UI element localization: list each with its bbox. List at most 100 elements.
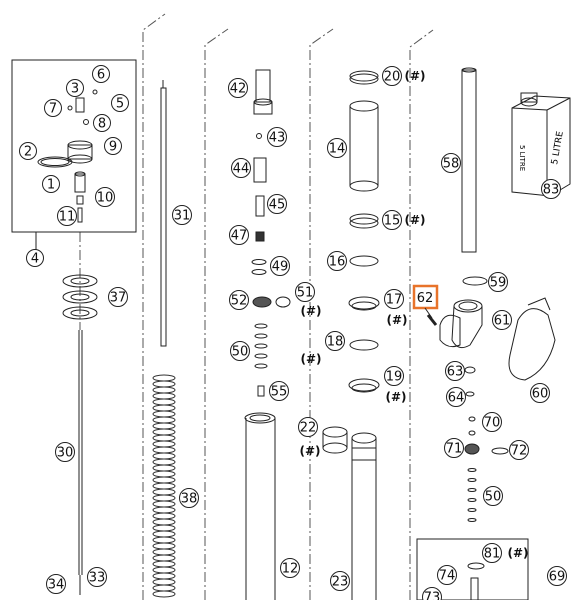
spring-coil: [152, 470, 176, 478]
spring-coil: [152, 416, 176, 424]
callout-c8: 8: [98, 117, 106, 132]
callout-circle-c50a: [230, 341, 250, 361]
spring-coil: [152, 524, 176, 532]
callout-c14: 14: [329, 142, 346, 157]
callout-c71: 71: [446, 442, 463, 457]
callout-circle-c43: [267, 127, 287, 147]
callout-c22: 22: [300, 421, 317, 436]
callout-circles: [19, 65, 567, 604]
axle-clamp-parts: [416, 67, 556, 601]
bushings-and-seals: [322, 70, 380, 454]
spring-coil: [152, 488, 176, 496]
callout-circle-c58: [441, 153, 461, 173]
callout-circle-c61: [492, 310, 512, 330]
callout-c52: 52: [231, 294, 248, 309]
callout-circle-c74: [437, 565, 457, 585]
callout-c15: 15: [384, 214, 401, 229]
guide-line-2: [204, 28, 229, 600]
callout-circle-c3: [66, 79, 84, 97]
lower-tube-23: [351, 432, 377, 600]
spring-coil: [152, 572, 176, 580]
callout-circle-c6: [92, 65, 110, 83]
callout-c83: 83: [543, 183, 560, 198]
callout-c34: 34: [48, 578, 65, 593]
callout-c6: 6: [97, 68, 105, 83]
spring-coil: [152, 536, 176, 544]
callout-circle-c83: [541, 179, 561, 199]
damper-rod-30: [78, 330, 83, 595]
callout-circle-c63: [445, 361, 465, 381]
spring-coil: [152, 392, 176, 400]
flag-hash-5: (#): [300, 352, 321, 366]
spring-coil: [152, 578, 176, 586]
callout-circle-c11: [57, 206, 77, 226]
callout-circle-c23: [330, 571, 350, 591]
callout-circle-c49: [270, 256, 290, 276]
callout-c44: 44: [233, 162, 250, 177]
guide-line-1: [142, 13, 166, 600]
spring-coil: [152, 530, 176, 538]
callout-circle-c1: [42, 175, 60, 193]
spring-coil: [152, 452, 176, 460]
flag-hash-8: (#): [507, 546, 528, 560]
flag-hash-7: (#): [299, 444, 320, 458]
callout-c10: 10: [97, 191, 114, 206]
callout-c16: 16: [329, 255, 346, 270]
callout-circle-c31: [172, 205, 192, 225]
spring-coil: [152, 440, 176, 448]
callout-c4: 4: [31, 252, 39, 267]
callout-circle-c69: [547, 566, 567, 586]
callout-circle-c12: [280, 558, 300, 578]
callout-c2: 2: [24, 145, 32, 160]
spring-coil: [152, 500, 176, 508]
callout-c58: 58: [443, 157, 460, 172]
flag-hash-1: (#): [404, 69, 425, 83]
spring-coil: [152, 446, 176, 454]
callout-circle-c50b: [483, 486, 503, 506]
callout-c38: 38: [181, 492, 198, 507]
callout-circle-c30: [55, 442, 75, 462]
spring-coil: [152, 386, 176, 394]
callout-circle-c5: [111, 94, 129, 112]
callout-circle-c81: [482, 543, 502, 563]
callout-c47: 47: [231, 229, 248, 244]
callout-c18: 18: [327, 335, 344, 350]
callout-circle-c64: [446, 387, 466, 407]
callout-c61: 61: [494, 314, 511, 329]
callout-c81: 81: [484, 547, 501, 562]
callout-circle-c42: [228, 78, 248, 98]
spring-coil: [152, 518, 176, 526]
callout-c69: 69: [549, 570, 566, 585]
spring-coil: [152, 464, 176, 472]
callout-c5: 5: [116, 97, 124, 112]
cap-assembly-parts: [37, 89, 98, 223]
spring-coil: [152, 374, 176, 382]
callout-c74: 74: [439, 569, 456, 584]
callout-c11: 11: [59, 210, 76, 225]
callout-c50a: 50: [232, 345, 249, 360]
seals-37: [62, 274, 98, 320]
spring-coil: [152, 458, 176, 466]
spring-coil: [152, 380, 176, 388]
spring-coil: [152, 404, 176, 412]
spring-coil: [152, 566, 176, 574]
callout-c70: 70: [484, 416, 501, 431]
callout-c43: 43: [269, 131, 286, 146]
guide-line-4: [409, 29, 434, 600]
callout-circle-c8: [93, 114, 111, 132]
callout-circle-c20: [382, 66, 402, 86]
spring-coil: [152, 434, 176, 442]
callout-circle-c15: [382, 210, 402, 230]
callout-c9: 9: [109, 140, 117, 155]
spring-coil: [152, 542, 176, 550]
callout-circle-c19: [384, 366, 404, 386]
spring-coil: [152, 494, 176, 502]
callout-c59: 59: [490, 276, 507, 291]
callout-c55: 55: [271, 385, 288, 400]
outer-tube-12: [244, 412, 276, 600]
flag-hash-2: (#): [404, 213, 425, 227]
callout-circle-c10: [95, 187, 115, 207]
callout-circle-c17: [384, 289, 404, 309]
callout-circle-c70: [482, 412, 502, 432]
callout-circle-c37: [108, 287, 128, 307]
